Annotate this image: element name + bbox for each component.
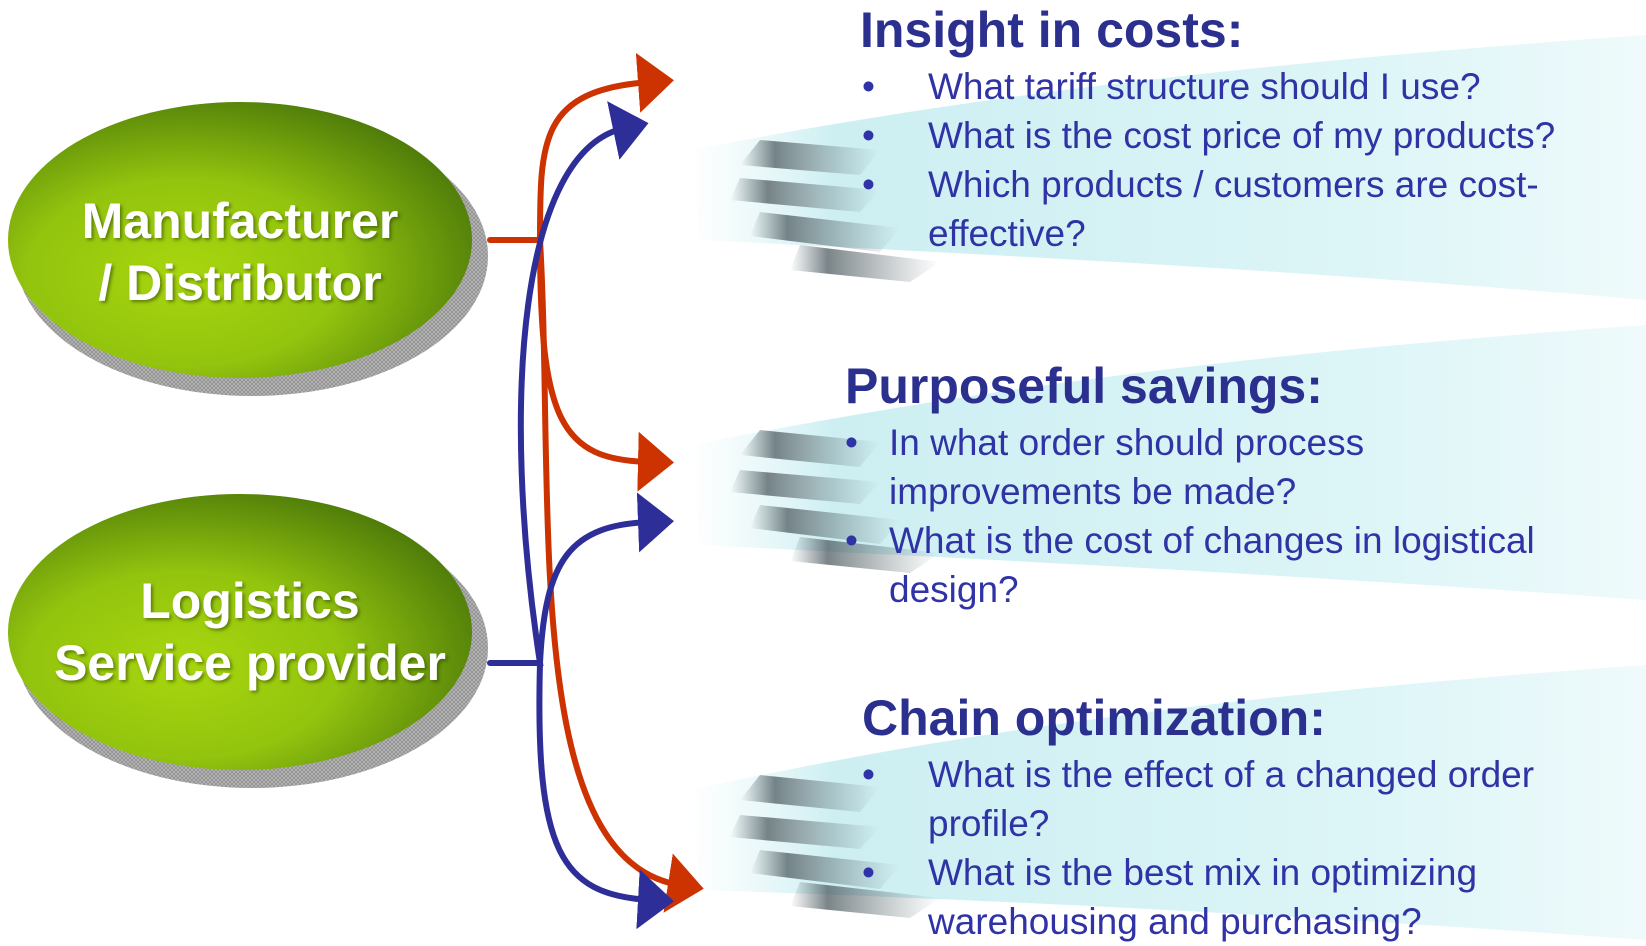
bullet-item: • Which products / customers are cost-ef… (862, 160, 1548, 258)
bullet-text: What is the cost price of my products? (928, 115, 1556, 156)
source-label-line2: / Distributor (98, 255, 382, 311)
bullet-dot-icon: • (845, 422, 858, 463)
bullet-text: What is the effect of a changed order pr… (928, 754, 1535, 844)
bullet-item: • In what order should process improveme… (845, 418, 1409, 516)
bullet-item: • What tariff structure should I use? (862, 62, 1632, 111)
bullet-dot-icon: • (862, 164, 875, 205)
source-label-manufacturer: Manufacturer / Distributor (40, 190, 440, 314)
bullet-dot-icon: • (862, 66, 875, 107)
background-swoosh (690, 35, 1646, 300)
bullet-text: What is the cost of changes in logistica… (889, 520, 1535, 610)
source-label-line1: Logistics (140, 573, 360, 629)
arrow-logistics-to-savings (537, 492, 674, 666)
bullet-text: What tariff structure should I use? (928, 66, 1481, 107)
bullet-text: What is the best mix in optimizing wareh… (928, 852, 1478, 942)
arrow-manufacturer-to-optimization (537, 237, 704, 913)
section-heading-insight: Insight in costs: (860, 2, 1244, 58)
source-label-logistics: Logistics Service provider (40, 570, 460, 694)
bullet-item: • What is the best mix in optimizing war… (862, 848, 1548, 946)
bullet-list-savings: • In what order should process improveme… (845, 418, 1615, 614)
arrow-logistics-to-insight (487, 101, 649, 666)
bullet-text: Which products / customers are cost-effe… (928, 164, 1539, 254)
source-ellipse-logistics (8, 494, 488, 788)
bullet-dot-icon: • (862, 852, 875, 893)
background-swoosh (690, 325, 1646, 600)
connector-arrows (487, 52, 704, 930)
bullet-item: • What is the cost price of my products? (862, 111, 1632, 160)
bullet-dot-icon: • (845, 520, 858, 561)
bullet-dot-icon: • (862, 754, 875, 795)
source-label-line1: Manufacturer (81, 193, 399, 249)
source-label-line2: Service provider (54, 635, 446, 691)
arrow-manufacturer-to-savings (537, 237, 674, 492)
section-heading-savings: Purposeful savings: (845, 358, 1323, 414)
section-heading-optimization: Chain optimization: (862, 690, 1326, 746)
source-ellipse-manufacturer (8, 102, 488, 396)
background-swoosh (690, 665, 1646, 940)
bullet-dot-icon: • (862, 115, 875, 156)
bullet-text: In what order should process improvement… (889, 422, 1365, 512)
bullet-list-optimization: • What is the effect of a changed order … (862, 750, 1632, 946)
bullet-list-insight: • What tariff structure should I use? • … (862, 62, 1632, 258)
bullet-item: • What is the cost of changes in logisti… (845, 516, 1609, 614)
bullet-item: • What is the effect of a changed order … (862, 750, 1568, 848)
arrow-manufacturer-to-insight (487, 52, 674, 243)
arrow-logistics-to-optimization (536, 660, 674, 930)
